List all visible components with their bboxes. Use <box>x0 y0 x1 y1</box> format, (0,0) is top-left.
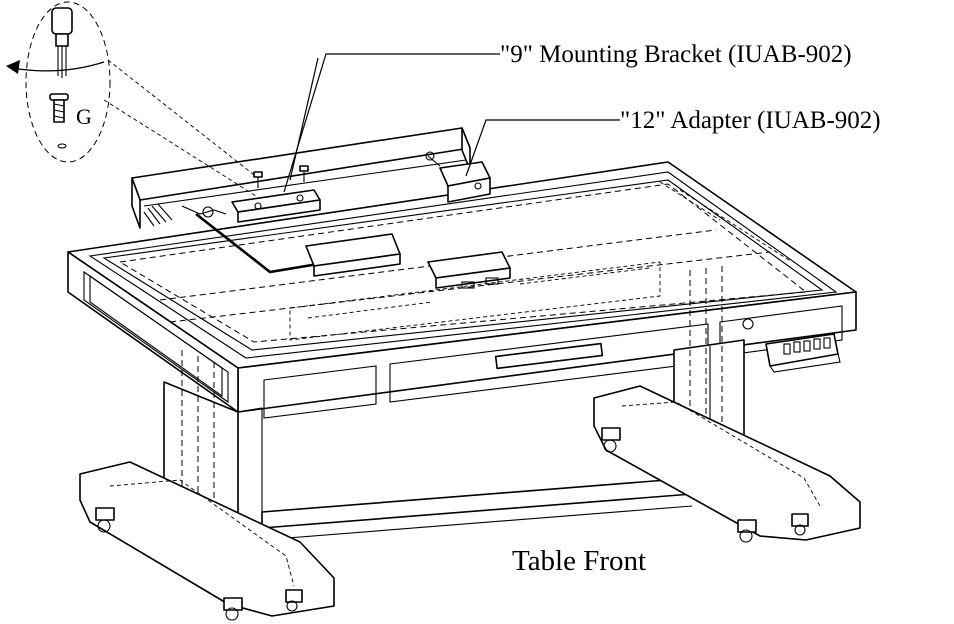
mid-bracket-left <box>305 233 401 277</box>
mid-bracket-center <box>427 251 511 289</box>
caster-right-back <box>601 427 621 453</box>
power-cable <box>195 212 331 274</box>
caster-right-front <box>737 519 757 543</box>
screw-g-icon <box>49 93 69 149</box>
control-keypad <box>742 318 841 373</box>
leader-mounting-bracket <box>283 53 500 193</box>
drawer-handle <box>494 342 604 370</box>
mounting-bracket-label: "9" Mounting Bracket (IUAB-902) <box>500 41 852 68</box>
caster-right-mid <box>791 513 809 536</box>
table-front-label: Table Front <box>512 545 646 577</box>
adapter <box>425 151 491 203</box>
back-rail <box>131 127 471 229</box>
foot-right <box>593 385 861 541</box>
caster-left-back <box>95 507 115 533</box>
detail-bubble <box>25 1 259 197</box>
stretcher <box>261 477 693 541</box>
screw-letter: G <box>76 104 92 129</box>
rail-hatching <box>143 203 173 227</box>
rotation-arrow-icon <box>6 60 105 74</box>
adapter-label: "12" Adapter (IUAB-902) <box>620 107 881 134</box>
mounting-bracket <box>181 189 321 223</box>
caster-left-mid <box>285 589 303 612</box>
screwdriver-icon <box>51 7 73 78</box>
caster-left-front <box>223 597 243 621</box>
leader-adapter <box>465 119 620 177</box>
